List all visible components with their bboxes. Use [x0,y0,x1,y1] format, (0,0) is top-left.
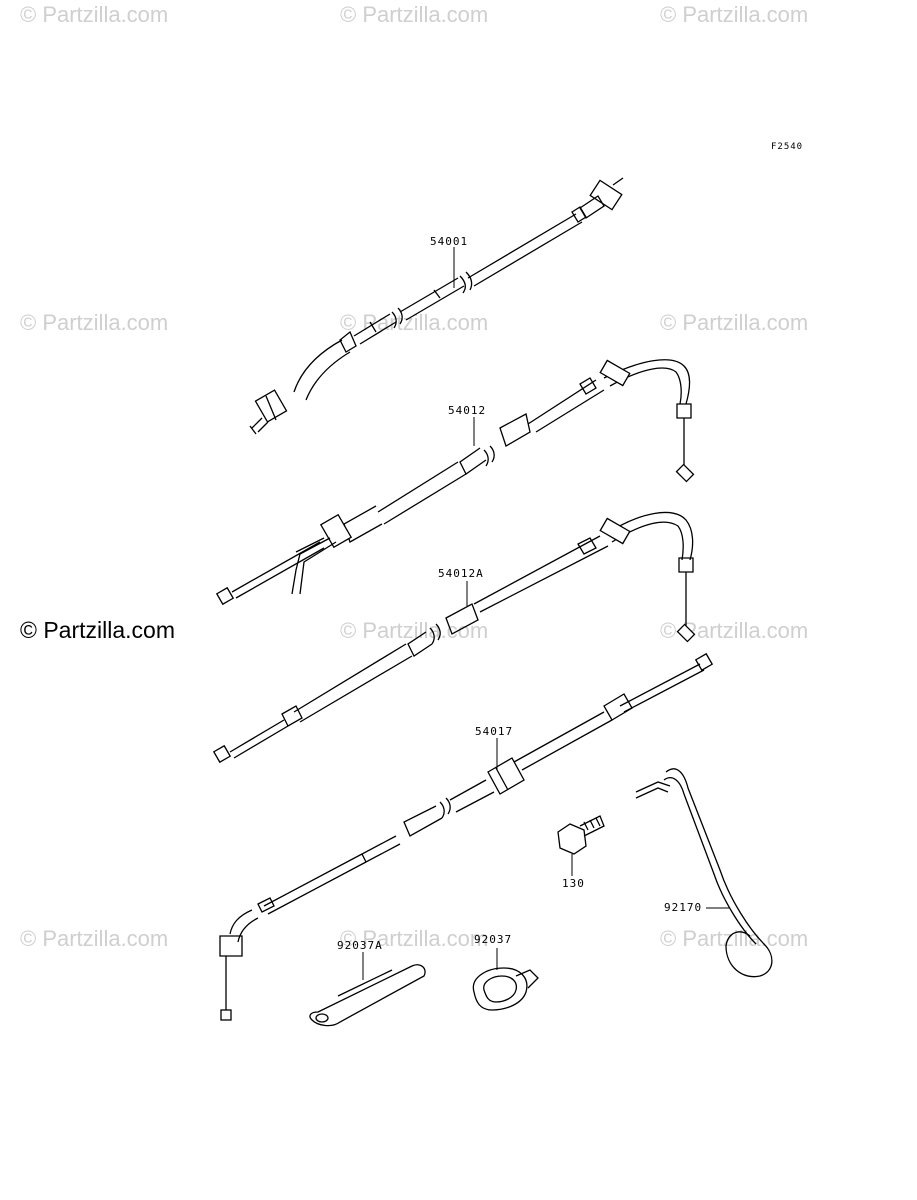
watermark: © Partzilla.com [20,310,169,335]
watermark: © Partzilla.com [660,2,809,27]
strap-92037A[interactable] [309,952,426,1027]
figure-code: F2540 [771,142,804,152]
watermark: © Partzilla.com [340,618,489,643]
callout-54017[interactable]: 54017 [475,725,514,738]
cable-54012A[interactable] [212,511,696,764]
partzilla-watermark: © Partzilla.com [20,617,175,643]
wire-92170[interactable] [635,768,773,978]
callout-92037[interactable]: 92037 [474,933,513,946]
watermark: © Partzilla.com [340,310,489,335]
watermark: © Partzilla.com [340,926,489,951]
watermark: © Partzilla.com [20,926,169,951]
callout-54012[interactable]: 54012 [448,404,487,417]
watermark: © Partzilla.com [660,310,809,335]
callout-130[interactable]: 130 [562,877,585,890]
clamp-92037[interactable] [472,948,539,1011]
watermark: © Partzilla.com [340,2,489,27]
cable-54012[interactable] [215,359,695,606]
callout-92170[interactable]: 92170 [664,901,703,914]
bolt-130[interactable] [557,815,605,876]
callout-54012A[interactable]: 54012A [438,567,484,580]
cable-54001[interactable] [249,177,624,435]
callout-92037A[interactable]: 92037A [337,939,383,952]
cable-54017[interactable] [219,652,714,1021]
callout-54001[interactable]: 54001 [430,235,469,248]
watermark: © Partzilla.com [660,926,809,951]
watermark: © Partzilla.com [20,2,169,27]
